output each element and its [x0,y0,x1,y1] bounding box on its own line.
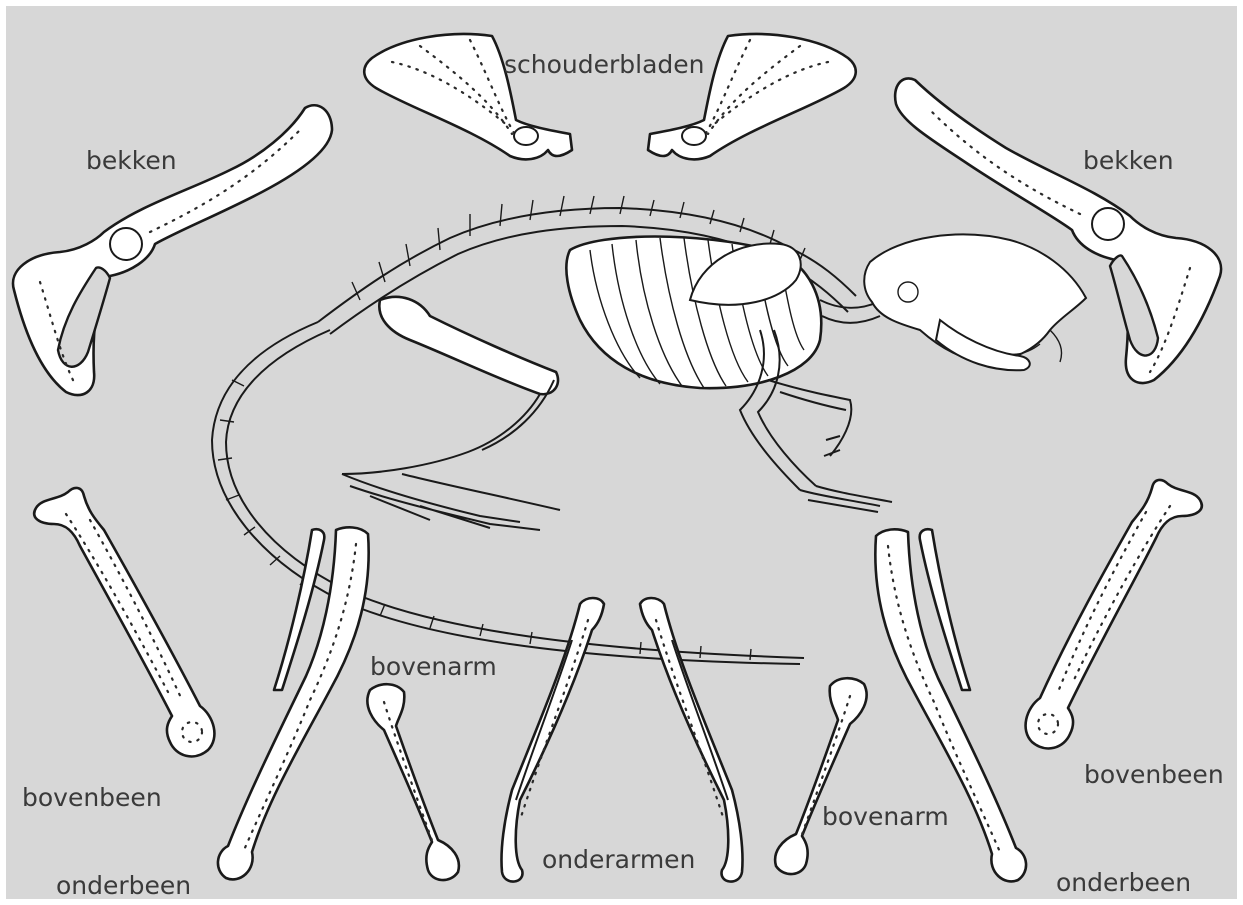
thigh-bone-left [34,488,214,757]
label-thigh-right: bovenbeen [1084,762,1224,787]
label-shoulder-blades: schouderbladen [504,52,705,77]
label-pelvis-right: bekken [1083,148,1174,173]
label-upper-arm-right: bovenarm [822,804,949,829]
label-pelvis-left: bekken [86,148,177,173]
shin-bone-left [218,527,369,879]
label-thigh-left: bovenbeen [22,785,162,810]
label-shin-right: onderbeen [1056,870,1191,895]
thigh-bone-right [1026,480,1202,749]
label-upper-arm-left: bovenarm [370,654,497,679]
label-shin-left: onderbeen [56,873,191,898]
forearm-bone-right [640,598,743,882]
upper-arm-bone-right [775,678,867,874]
upper-arm-bone-left [367,684,459,880]
label-forearms: onderarmen [542,847,695,872]
